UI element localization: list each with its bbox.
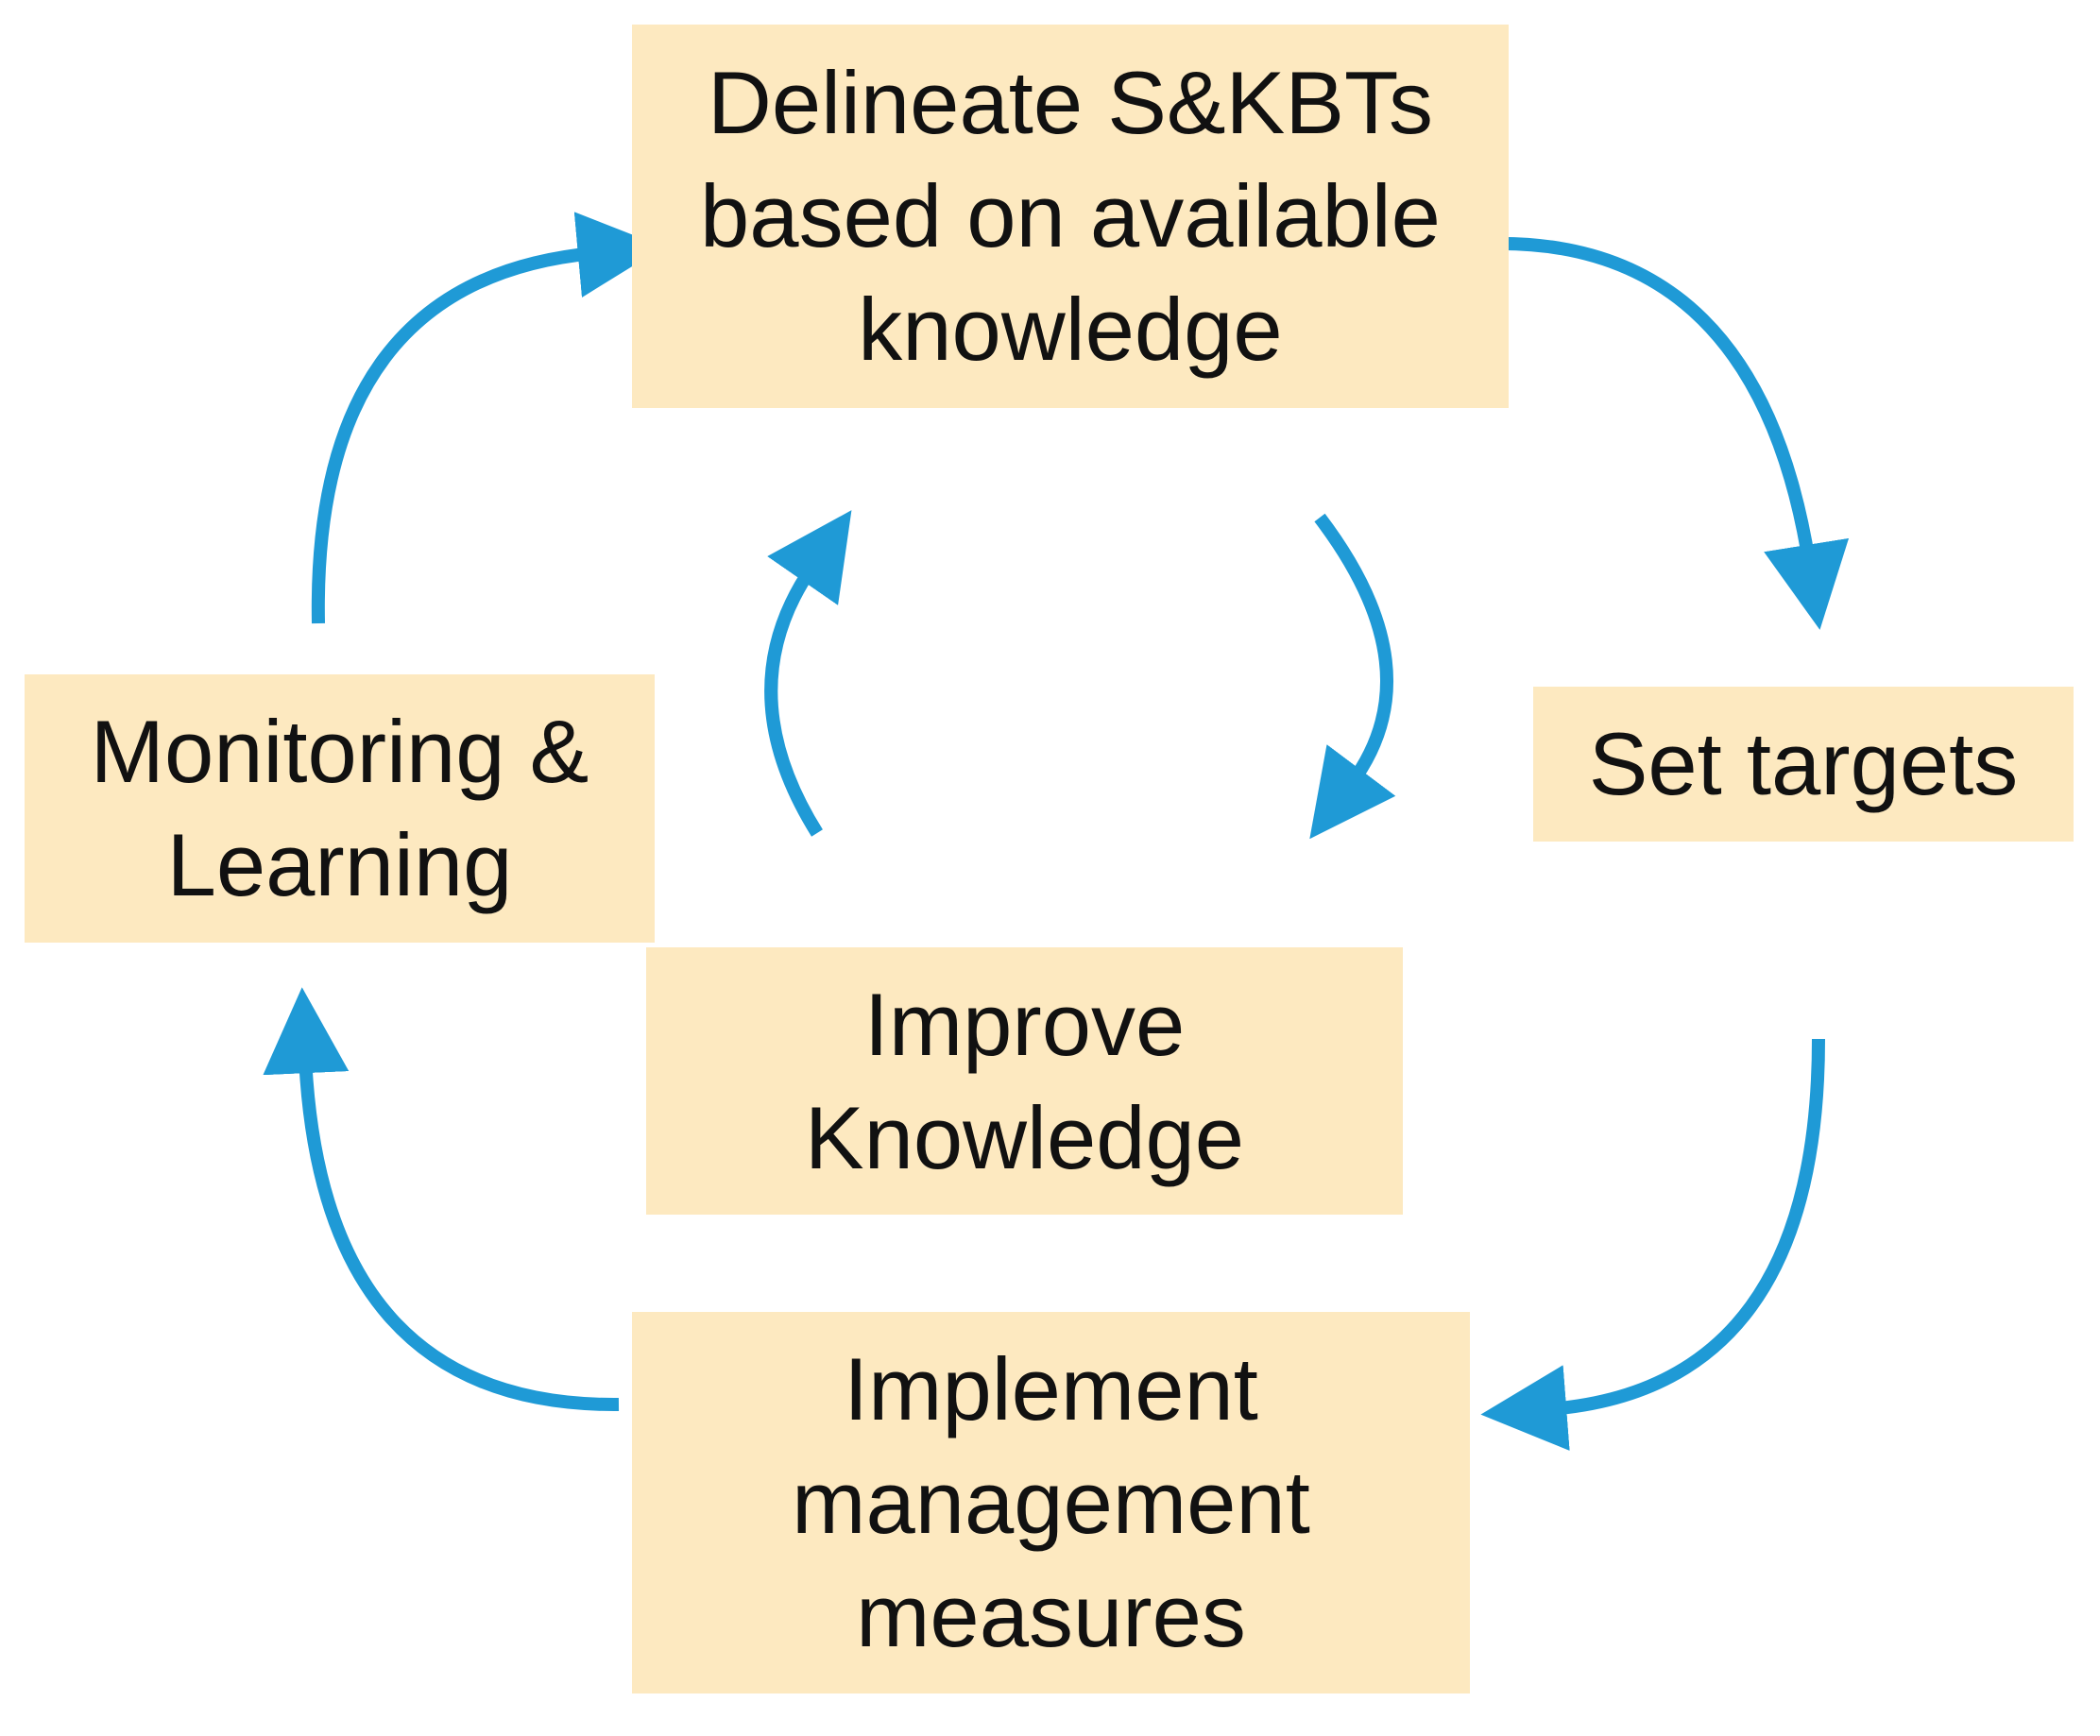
node-implement-label: Implement management measures bbox=[792, 1339, 1310, 1665]
node-delineate: Delineate S&KBTs based on available know… bbox=[632, 25, 1509, 408]
node-set-targets: Set targets bbox=[1533, 687, 2074, 842]
arrow-inner-left bbox=[764, 510, 852, 837]
arrow-set-targets-to-implement bbox=[1480, 1038, 1825, 1451]
node-monitoring: Monitoring & Learning bbox=[25, 674, 655, 943]
node-delineate-label: Delineate S&KBTs based on available know… bbox=[700, 53, 1441, 379]
arrow-implement-to-monitoring bbox=[263, 987, 620, 1412]
node-set-targets-label: Set targets bbox=[1588, 714, 2019, 813]
arrow-inner-right bbox=[1309, 513, 1396, 840]
node-monitoring-label: Monitoring & Learning bbox=[90, 702, 589, 914]
node-improve-label: Improve Knowledge bbox=[804, 974, 1245, 1187]
arrow-monitoring-to-delineate bbox=[311, 212, 664, 624]
node-improve: Improve Knowledge bbox=[646, 947, 1403, 1215]
arrow-delineate-to-set-targets bbox=[1487, 236, 1850, 630]
node-implement: Implement management measures bbox=[632, 1312, 1470, 1693]
